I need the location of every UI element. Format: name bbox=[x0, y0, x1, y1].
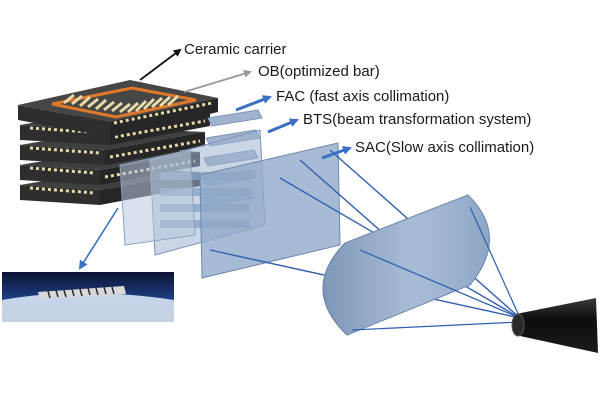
inset-pointer-arrow bbox=[78, 207, 119, 270]
sac-arrow bbox=[321, 146, 352, 160]
ob-arrow bbox=[183, 69, 252, 93]
fac-label: FAC (fast axis collimation) bbox=[276, 88, 449, 105]
bar-closeup-inset bbox=[2, 272, 174, 322]
ceramic-carrier-arrow bbox=[139, 48, 182, 81]
fac-arrow bbox=[235, 95, 272, 112]
focus-rays bbox=[351, 206, 521, 331]
optimized-bar-on-carrier bbox=[51, 86, 213, 125]
ob-label: OB(optimized bar) bbox=[258, 63, 380, 80]
bts-arrow bbox=[267, 118, 299, 134]
focusing-lens bbox=[322, 194, 490, 336]
emitter-stripes bbox=[63, 93, 180, 114]
ceramic-carrier-label: Ceramic carrier bbox=[184, 41, 287, 58]
sac-label: SAC(Slow axis collimation) bbox=[355, 139, 534, 156]
optical-fiber-icon bbox=[511, 298, 598, 353]
carrier-layer-1-top bbox=[18, 80, 218, 137]
sac-plate bbox=[199, 142, 341, 279]
bts-label: BTS(beam transformation system) bbox=[303, 111, 531, 128]
laser-stack bbox=[18, 80, 218, 205]
